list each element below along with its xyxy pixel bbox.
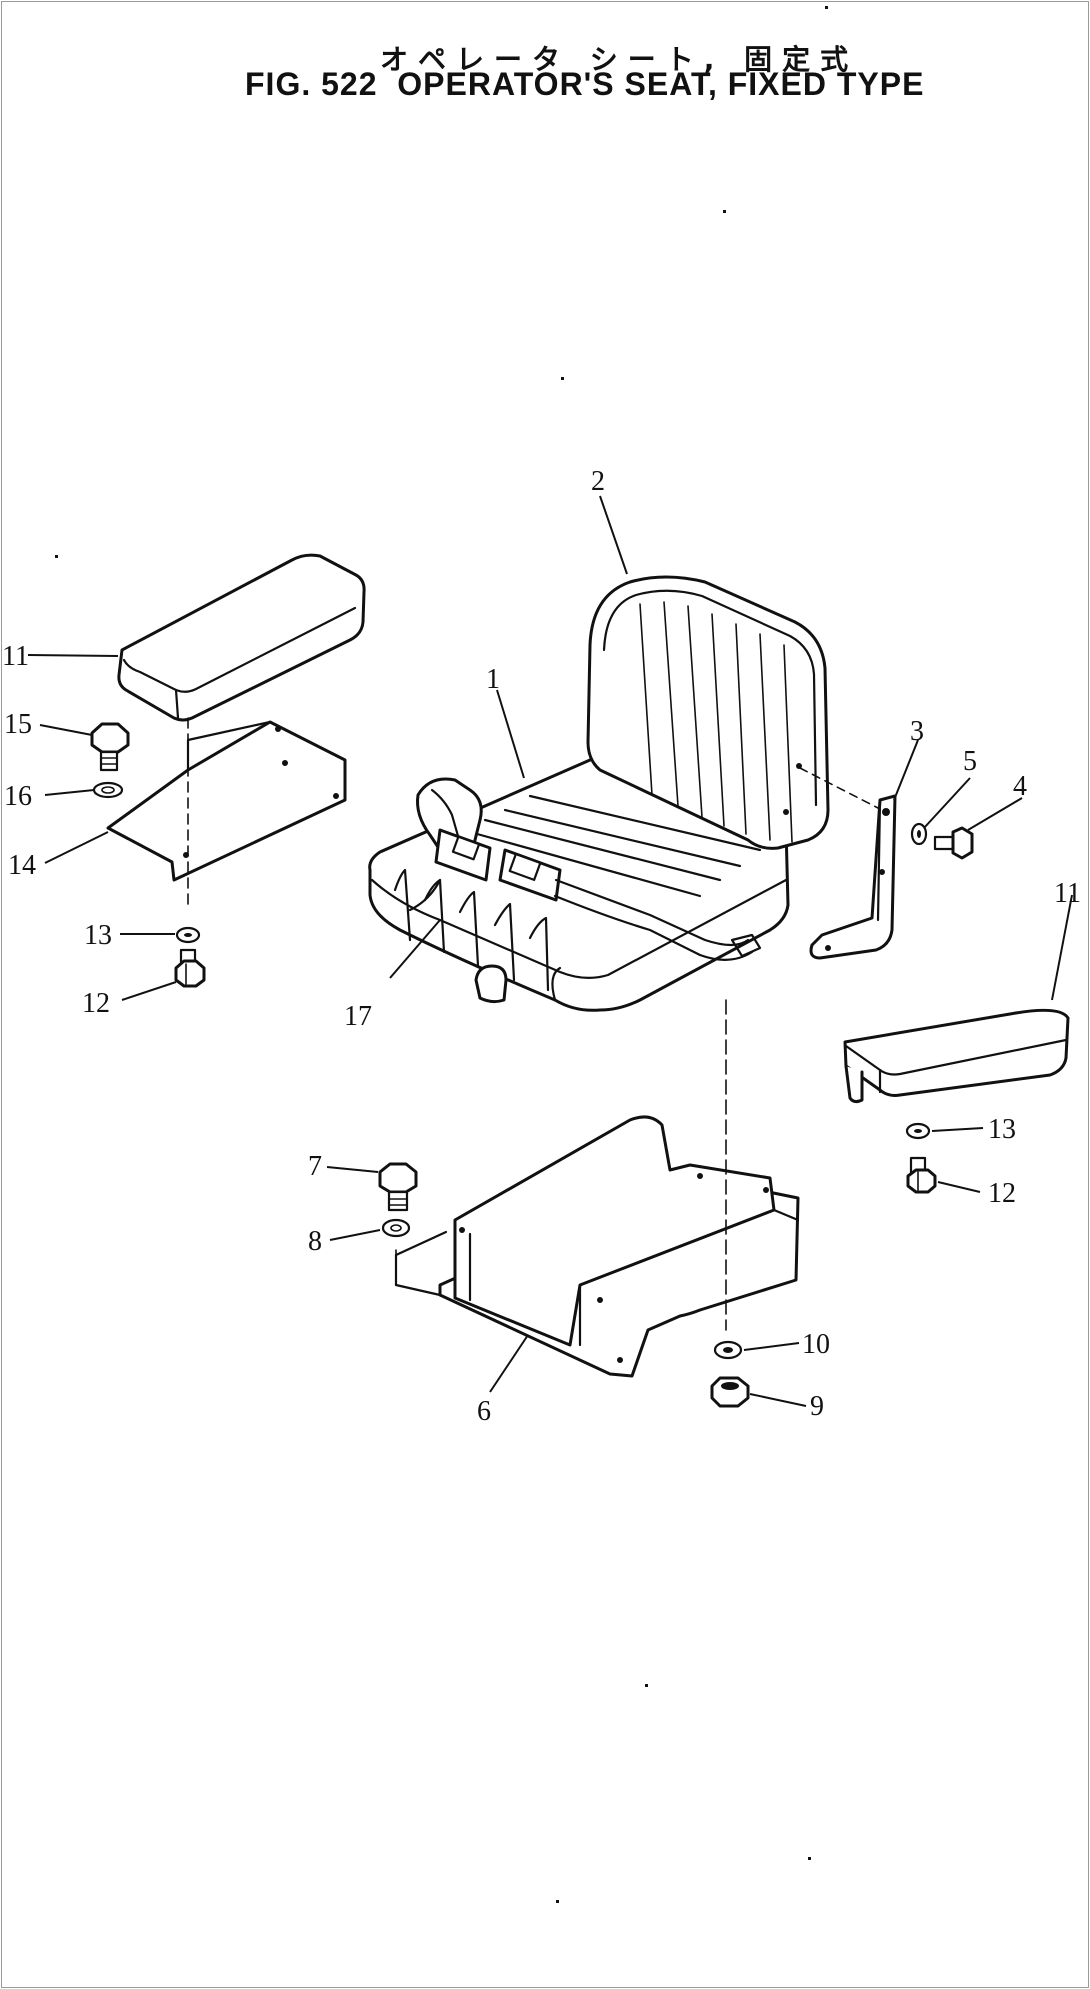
callout-4: 4 xyxy=(1013,771,1027,802)
right-bolt-12 xyxy=(906,1156,937,1194)
seat-belt xyxy=(408,777,762,961)
bolt-7 xyxy=(378,1162,418,1212)
left-washer-16 xyxy=(92,781,124,799)
washer-8 xyxy=(381,1218,411,1238)
callout-6: 6 xyxy=(477,1396,491,1427)
callout-1: 1 xyxy=(486,664,500,695)
seat-base-plate xyxy=(394,1115,800,1378)
figure-title: FIG. 522 OPERATOR'S SEAT, FIXED TYPE xyxy=(245,66,925,102)
nut-9 xyxy=(710,1376,750,1408)
callout-3: 3 xyxy=(910,716,924,747)
bolt-4 xyxy=(933,826,974,860)
callout-15: 15 xyxy=(4,709,32,740)
callout-12-left: 12 xyxy=(82,988,110,1019)
callout-8: 8 xyxy=(308,1226,322,1257)
washer-5 xyxy=(910,822,928,846)
callout-12-right: 12 xyxy=(988,1178,1016,1209)
callout-2: 2 xyxy=(591,466,605,497)
callout-5: 5 xyxy=(963,746,977,777)
callout-10: 10 xyxy=(802,1329,830,1360)
washer-10 xyxy=(713,1340,743,1360)
callout-13-right: 13 xyxy=(988,1114,1016,1145)
right-armrest xyxy=(843,1008,1070,1104)
callout-leaders xyxy=(27,495,1073,1407)
callout-7: 7 xyxy=(308,1151,322,1182)
callout-9: 9 xyxy=(810,1391,824,1422)
left-armrest-bracket xyxy=(106,717,347,906)
left-armrest xyxy=(117,553,366,722)
print-specks xyxy=(55,6,828,1903)
callout-13-left: 13 xyxy=(84,920,112,951)
callout-labels: 11 15 16 14 13 12 2 1 17 3 5 4 11 13 12 … xyxy=(2,466,1081,1427)
callout-14: 14 xyxy=(8,850,36,881)
left-bolt-15 xyxy=(90,722,130,772)
callout-11-left: 11 xyxy=(2,641,29,672)
callout-16: 16 xyxy=(4,781,32,812)
right-washer-13 xyxy=(905,1122,931,1140)
left-washer-13 xyxy=(175,926,201,944)
seat-back-bracket xyxy=(799,767,897,960)
seat-back xyxy=(586,575,830,850)
callout-11-right: 11 xyxy=(1054,878,1081,909)
callout-17: 17 xyxy=(344,1001,372,1032)
figure-title-japanese: オペレータ シート, 固定式 xyxy=(380,43,859,76)
left-bolt-12 xyxy=(174,948,206,988)
